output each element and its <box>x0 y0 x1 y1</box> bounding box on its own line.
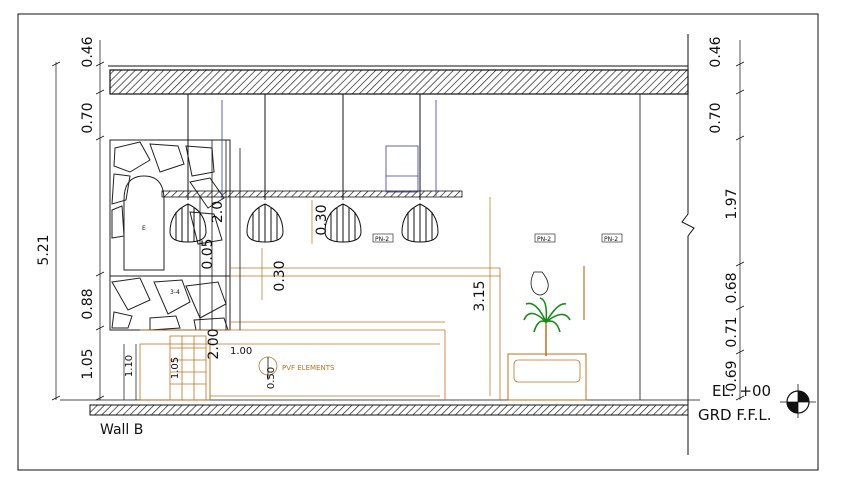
floor-label: GRD F.F.L. <box>698 406 771 424</box>
dim-right-6: 0.69 <box>724 360 740 391</box>
vase-icon <box>530 271 549 296</box>
counter-note: PVF ELEMENTS <box>282 364 335 372</box>
dim-shelf-gap: 0.30 <box>272 260 288 291</box>
sheet-frame <box>17 13 819 471</box>
dim-small-b: 2.0 <box>210 201 226 223</box>
dim-left-3: 0.88 <box>80 288 96 319</box>
dim-right-2: 0.70 <box>708 102 724 133</box>
right-wall-line <box>639 34 695 455</box>
inner-dimension-lines <box>261 197 491 396</box>
pendant-rack <box>161 140 463 330</box>
reception-counter <box>139 335 440 401</box>
dim-pendant-gap: 0.30 <box>314 204 330 235</box>
dim-left-5: 1.10 <box>124 355 135 377</box>
dim-overall: 5.21 <box>36 234 52 265</box>
wall-label: Wall B <box>100 422 143 438</box>
dim-right-3: 1.97 <box>724 188 740 219</box>
dim-counter-height: 0.50 <box>266 367 277 389</box>
dim-small-a: 0.05 <box>200 238 216 269</box>
dim-counter-width: 1.00 <box>230 346 252 357</box>
ceiling-slab <box>108 65 689 95</box>
dim-right-1: 0.46 <box>708 36 724 67</box>
stone-tag: 3-4 <box>170 289 180 296</box>
floor-slab <box>60 399 700 416</box>
dim-ceiling-height: 3.15 <box>472 280 488 311</box>
dim-left-4: 1.05 <box>80 348 96 379</box>
dim-left-6: 1.05 <box>170 357 181 379</box>
planter-with-palm <box>507 266 587 401</box>
dim-right-5: 0.71 <box>724 316 740 347</box>
panel-tag-1: PN-2 <box>375 236 389 243</box>
elevation-label: EL. +00 <box>712 382 771 400</box>
pendant-lamps <box>169 94 439 243</box>
dim-small-c: 2.00 <box>206 328 222 359</box>
elevation-marker-icon <box>780 384 816 418</box>
panel-tag-2: PN-2 <box>537 236 551 243</box>
blue-glass-panels <box>221 100 437 200</box>
dim-left-1: 0.46 <box>80 36 96 67</box>
dim-left-2: 0.70 <box>80 102 96 133</box>
left-dimension-chain <box>51 40 137 401</box>
right-dimension-chain <box>735 40 745 401</box>
dim-right-4: 0.68 <box>724 272 740 303</box>
panel-tag-3: PN-2 <box>604 236 618 243</box>
arch-tag: E <box>142 225 146 232</box>
